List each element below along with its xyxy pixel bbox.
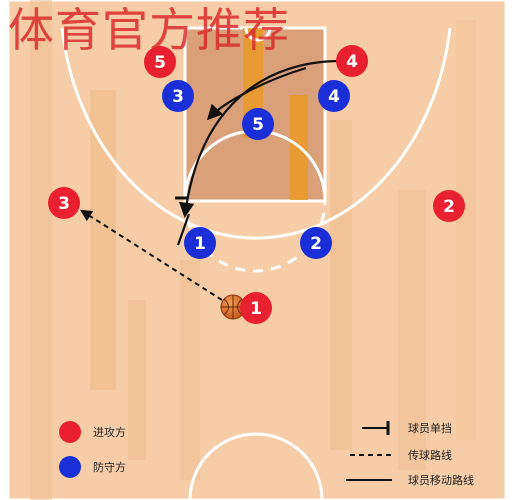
overlay-title: 体育官方推荐 [8, 3, 290, 57]
offense-player-3: 3 [48, 187, 80, 219]
legend-offense-label: 进攻方 [93, 425, 126, 439]
basketball-icon [220, 294, 246, 320]
legend: 进攻方 防守方 球员单挡 传球路线 球员移动路线 [59, 421, 474, 487]
defense-player-marker [242, 108, 274, 140]
defense-player-4: 4 [318, 80, 350, 112]
defense-player-number: 5 [252, 115, 264, 135]
offense-player-number: 2 [443, 197, 455, 217]
defense-player-number: 4 [328, 87, 340, 107]
offense-player-marker [433, 190, 465, 222]
legend-movement-label: 球员移动路线 [408, 473, 474, 487]
defense-player-5: 5 [242, 108, 274, 140]
legend-defense-label: 防守方 [93, 460, 126, 474]
offense-player-number: 5 [154, 53, 166, 73]
offense-players: 1 2 3 4 5 [48, 45, 465, 324]
offense-player-number: 1 [250, 299, 262, 319]
offense-player-5: 5 [144, 46, 176, 78]
defense-player-3: 3 [162, 80, 194, 112]
offense-player-number: 3 [58, 194, 70, 214]
movement-path [175, 59, 339, 246]
offense-player-marker [240, 292, 272, 324]
legend-pass-label: 传球路线 [408, 448, 452, 462]
offense-player-number: 4 [346, 52, 358, 72]
offense-player-marker [336, 45, 368, 77]
offense-player-marker [48, 187, 80, 219]
legend-offense-swatch [59, 421, 81, 443]
defense-players: 1 2 3 4 5 [162, 80, 350, 259]
defense-player-1: 1 [184, 227, 216, 259]
defense-player-number: 1 [194, 234, 206, 254]
offense-player-2: 2 [433, 190, 465, 222]
offense-player-4: 4 [336, 45, 368, 77]
legend-screen-symbol [362, 421, 390, 435]
defense-player-marker [184, 227, 216, 259]
offense-player-marker [144, 46, 176, 78]
defense-player-2: 2 [300, 227, 332, 259]
legend-screen-label: 球员单挡 [408, 421, 452, 435]
legend-defense-swatch [59, 456, 81, 478]
pass-path [79, 209, 223, 301]
defense-player-number: 3 [172, 87, 184, 107]
defense-player-marker [318, 80, 350, 112]
defense-player-marker [300, 227, 332, 259]
defense-player-marker [162, 80, 194, 112]
offense-player-1: 1 [240, 292, 272, 324]
defense-player-number: 2 [310, 234, 322, 254]
